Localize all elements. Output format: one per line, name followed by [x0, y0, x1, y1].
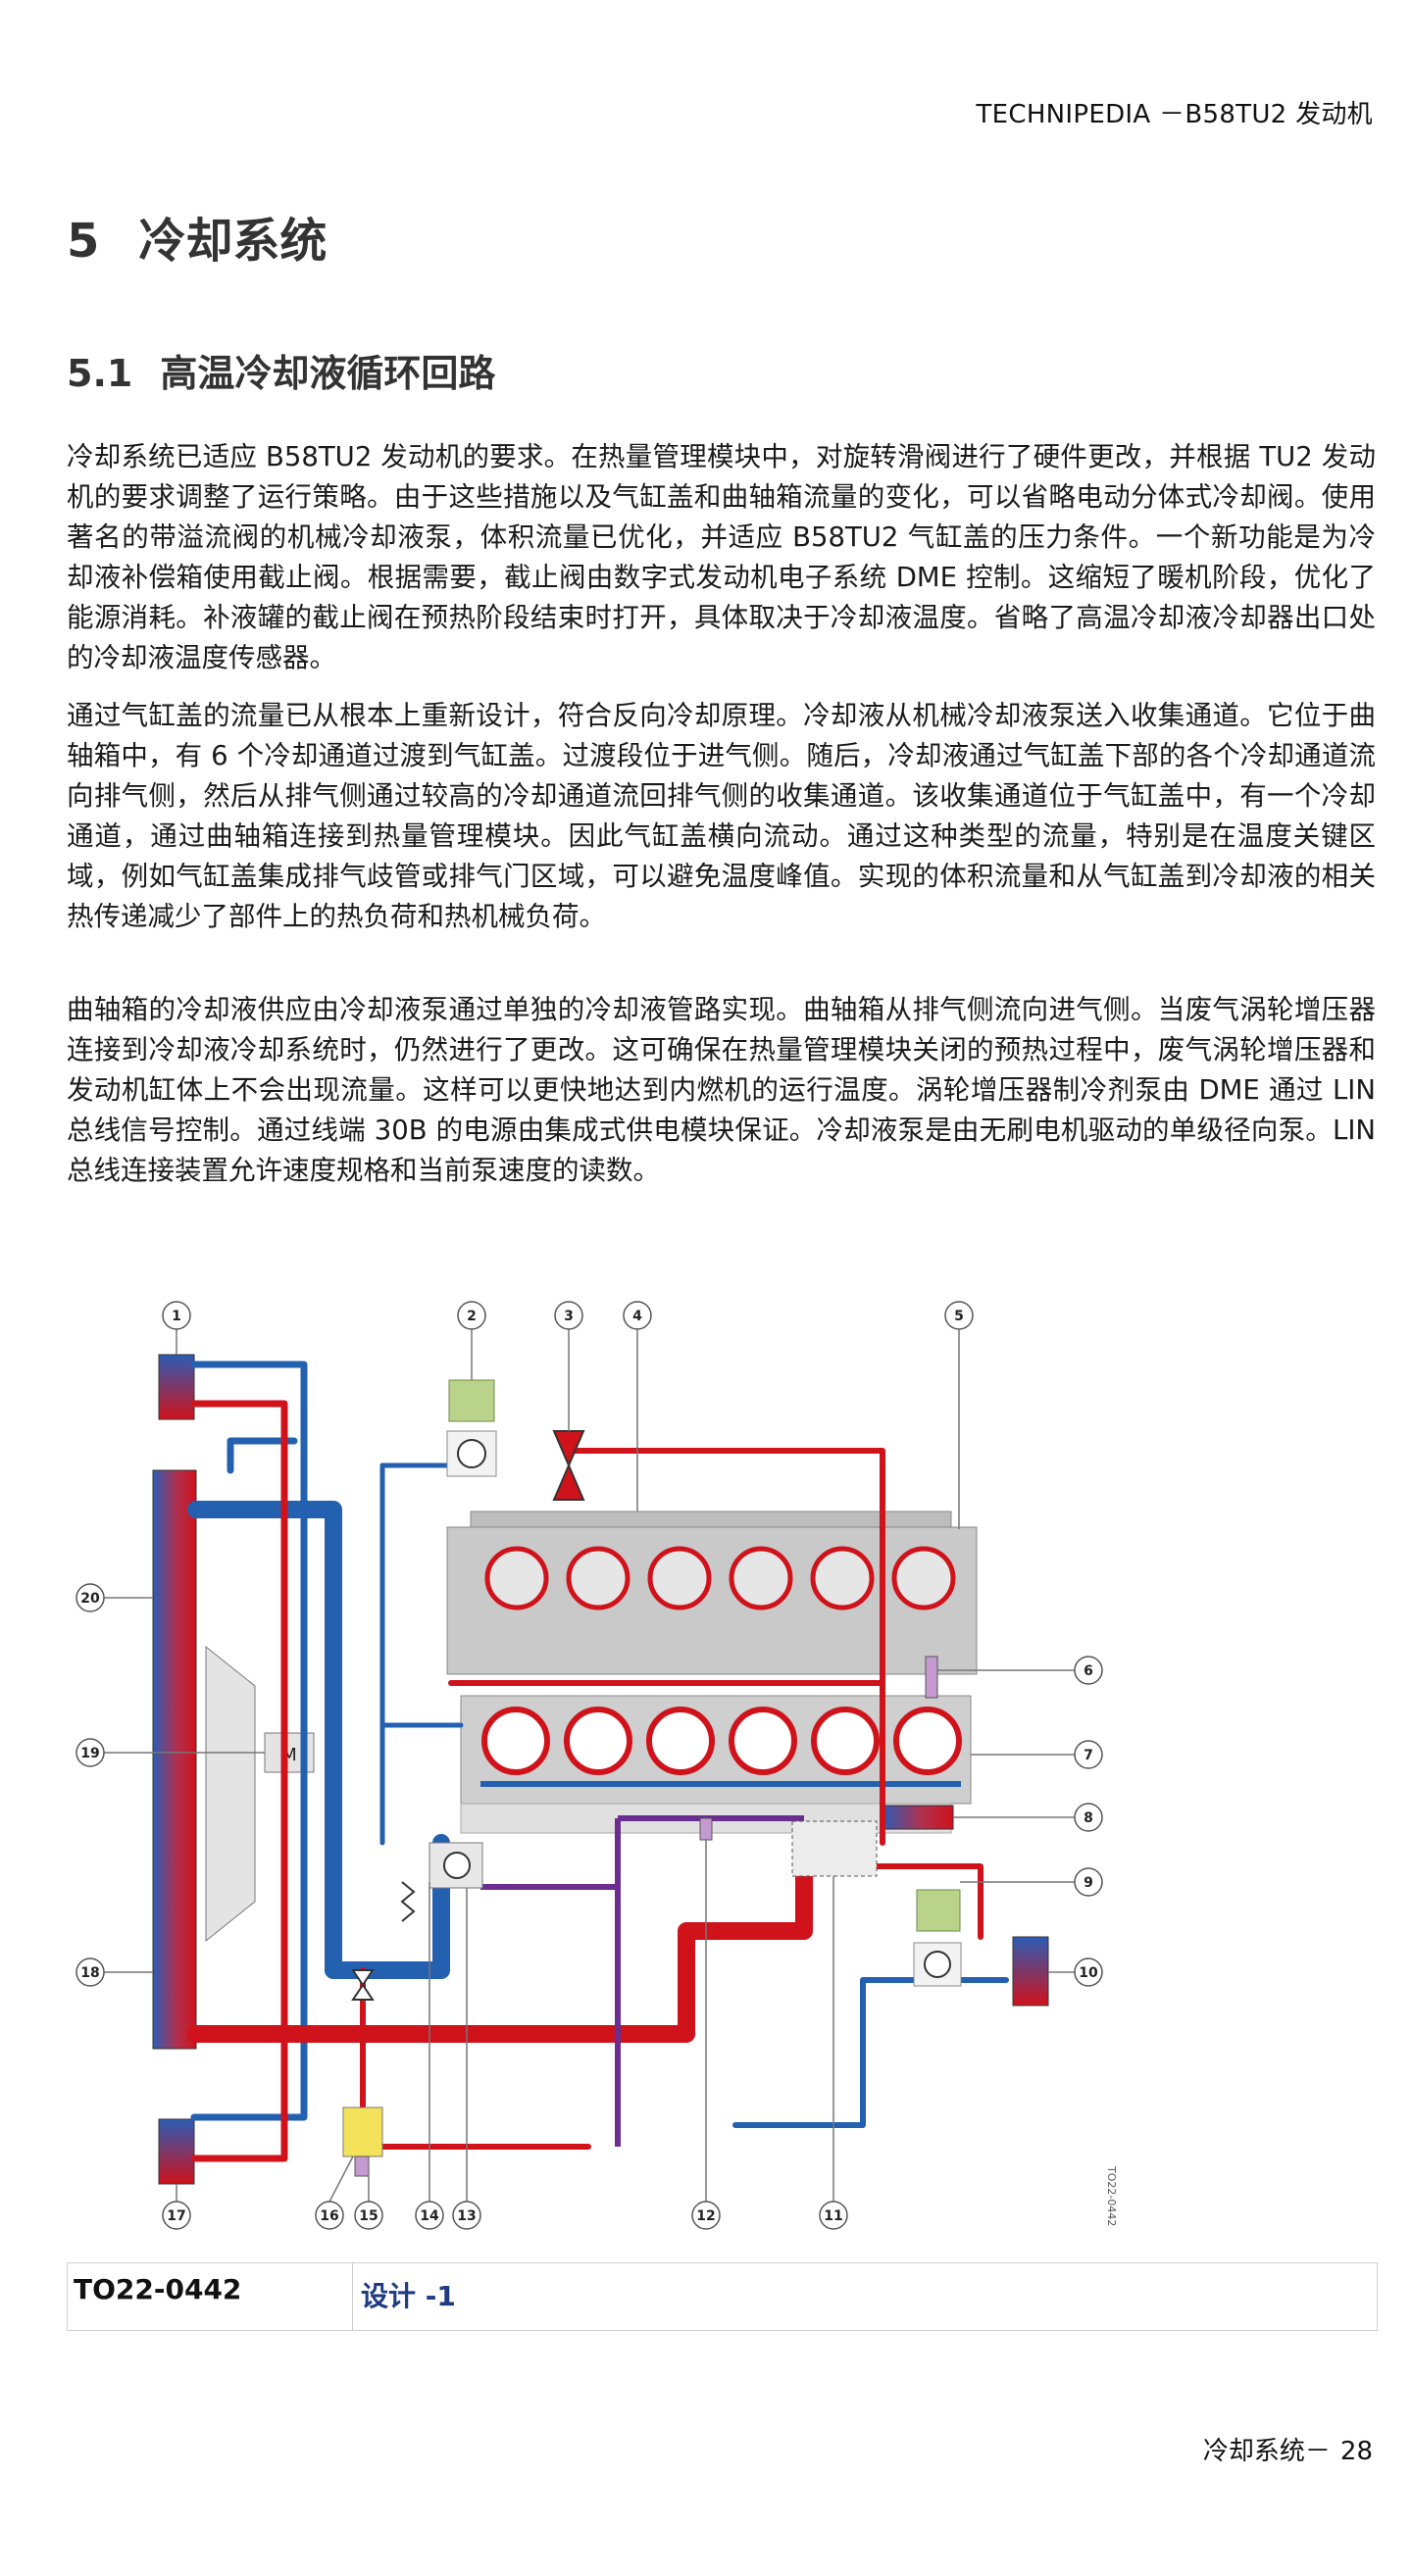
- electric-pump-motor: [448, 1379, 495, 1422]
- fan-icon: [205, 1645, 256, 1943]
- page-number: 28: [1339, 2437, 1373, 2466]
- heater-radiator-top: [158, 1354, 195, 1420]
- expansion-tank-valve: [354, 2155, 370, 2177]
- callout-10: 10: [1079, 1965, 1098, 1981]
- callout-4: 4: [632, 1309, 642, 1324]
- callout-9: 9: [1084, 1875, 1093, 1891]
- chapter-heading: 5 冷却系统: [67, 202, 327, 271]
- callout-7: 7: [1084, 1748, 1093, 1763]
- callout-20: 20: [80, 1591, 100, 1607]
- main-radiator: [152, 1469, 197, 2050]
- callout-leaders: [98, 1325, 1075, 2203]
- check-valve-icon: [351, 1969, 375, 2001]
- page-footer: 冷却系统－ 28: [1203, 2431, 1373, 2467]
- caption-title: 设计 -1: [361, 2280, 456, 2312]
- figure-code-vertical: TO22-0442: [1105, 2165, 1118, 2226]
- shutoff-valve-icon: [552, 1430, 585, 1501]
- callout-16: 16: [320, 2208, 338, 2224]
- section-number: 5.1: [67, 352, 133, 395]
- pump-icon: [443, 1852, 471, 1879]
- temperature-sensor-6: [925, 1656, 938, 1699]
- callout-2: 2: [467, 1309, 477, 1324]
- callout-12: 12: [696, 2208, 715, 2224]
- paragraph-1: 冷却系统已适应 B58TU2 发动机的要求。在热量管理模块中，对旋转滑阀进行了硬…: [67, 441, 1376, 673]
- expansion-tank: [342, 2106, 383, 2157]
- turbo-coolant-cooler: [882, 1805, 954, 1830]
- callout-3: 3: [564, 1309, 574, 1324]
- auxiliary-radiator: [1012, 1936, 1049, 2006]
- figure-caption-table: TO22-0442 设计 -1: [67, 2262, 1378, 2331]
- callout-19: 19: [80, 1746, 99, 1761]
- cooling-circuit-diagram: M: [76, 1301, 1118, 2230]
- paragraph-2: 通过气缸盖的流量已从根本上重新设计，符合反向冷却原理。冷却液从机械冷却液泵送入收…: [67, 700, 1376, 932]
- turbo-coolant-lines: [480, 1815, 804, 2147]
- page-header: TECHNIPEDIA －B58TU2 发动机: [976, 100, 1373, 129]
- chapter-number: 5: [67, 214, 100, 269]
- cylinder-head-ports: [484, 1546, 956, 1610]
- paragraph-3: 曲轴箱的冷却液供应由冷却液泵通过单独的冷却液管路实现。曲轴箱从排气侧流向进气侧。…: [67, 994, 1376, 1186]
- callout-18: 18: [80, 1965, 99, 1981]
- section-title: 高温冷却液循环回路: [160, 352, 496, 395]
- callout-5: 5: [954, 1309, 964, 1324]
- footer-section: 冷却系统－: [1202, 2437, 1331, 2466]
- pump-icon: [457, 1439, 486, 1468]
- callout-8: 8: [1084, 1810, 1093, 1826]
- callout-11: 11: [824, 2208, 842, 2224]
- turbo-pump-motor: [916, 1889, 961, 1932]
- callout-numbers: 1 2 3 4 5 6 7 8 9 10 11 12 13 14 15 16 1…: [80, 1309, 1098, 2224]
- section-heading: 5.1 高温冷却液循环回路: [67, 343, 495, 397]
- pump-icon: [924, 1951, 951, 1978]
- callout-6: 6: [1084, 1663, 1093, 1679]
- callout-1: 1: [172, 1309, 181, 1324]
- chapter-title: 冷却系统: [138, 214, 328, 269]
- cylinder-bores: [481, 1707, 962, 1775]
- callout-14: 14: [420, 2208, 439, 2224]
- temperature-sensor-12: [699, 1817, 713, 1841]
- heater-radiator-bottom: [158, 2118, 195, 2185]
- caption-id: TO22-0442: [68, 2263, 353, 2330]
- callout-circles: [76, 1301, 1103, 2230]
- callout-15: 15: [359, 2208, 378, 2224]
- callout-17: 17: [167, 2208, 185, 2224]
- spring-icon: [400, 1881, 416, 1922]
- callout-13: 13: [457, 2208, 476, 2224]
- thermal-management-module: [791, 1820, 878, 1877]
